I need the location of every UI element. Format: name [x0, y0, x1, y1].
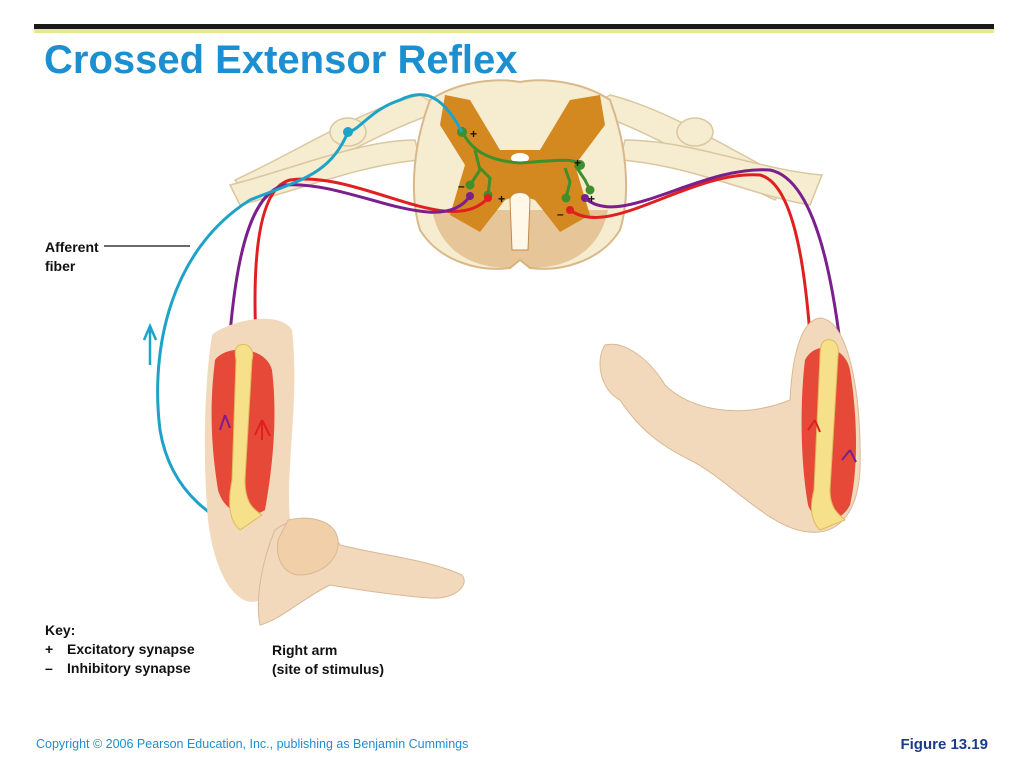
figure-number: Figure 13.19: [900, 736, 988, 753]
synapse-sign: –: [557, 207, 564, 221]
central-canal: [511, 153, 529, 163]
key-legend: Key: + Excitatory synapse –Inhibitory syn…: [45, 621, 195, 678]
synapse-sign: +: [470, 127, 477, 141]
synapse-sign: –: [458, 179, 465, 193]
right-arm-label-line1: Right arm: [272, 642, 338, 658]
slide-title: Crossed Extensor Reflex: [44, 38, 518, 82]
afferent-label-line2: fiber: [45, 258, 76, 274]
afferent-label: Afferent fiber: [45, 238, 99, 276]
synapse-sign: +: [588, 192, 595, 206]
motor-endings: [219, 414, 857, 463]
motor-neuron-red-left: [253, 177, 490, 421]
key-item-inhibitory: –Inhibitory synapse: [45, 659, 195, 678]
key-symbol: –: [45, 660, 53, 676]
key-text: Excitatory synapse: [67, 641, 195, 657]
key-heading: Key:: [45, 622, 76, 638]
synapse-sign: +: [574, 156, 581, 170]
right-arm-label: Right arm (site of stimulus): [272, 641, 384, 679]
motor-neuron-red-right: [569, 173, 817, 421]
top-rule-accent: [34, 29, 994, 33]
key-symbol: +: [45, 641, 54, 657]
afferent-label-line1: Afferent: [45, 239, 99, 255]
left-arm: [204, 318, 465, 626]
afferent-fiber: [156, 93, 464, 547]
right-arm-label-line2: (site of stimulus): [272, 661, 385, 677]
key-text: Inhibitory synapse: [67, 660, 191, 676]
synapse-sign: +: [498, 192, 505, 206]
afferent-arrow-up: [142, 322, 158, 365]
right-arm: [599, 317, 861, 533]
key-item-excitatory: + Excitatory synapse: [45, 640, 195, 659]
motor-neuron-purple-right: [583, 168, 852, 451]
top-rule: [34, 24, 994, 29]
copyright-text: Copyright © 2006 Pearson Education, Inc.…: [36, 737, 469, 751]
synapse-signs: + + – + + –: [458, 127, 595, 221]
